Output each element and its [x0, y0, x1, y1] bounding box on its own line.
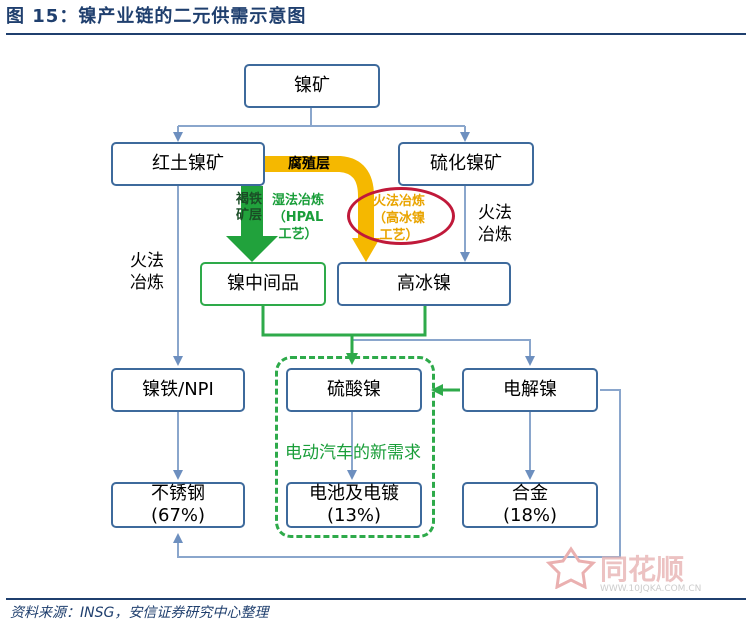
node-label: 电池及电镀: [309, 483, 399, 504]
node-nickel-sulfate: 硫酸镍: [286, 368, 422, 412]
label-matte-process: 火法冶炼 （高冰镍 工艺）: [373, 193, 425, 244]
node-label: 合金: [512, 483, 548, 504]
footer-divider: [6, 598, 746, 600]
label-line: 矿层: [236, 208, 263, 223]
demand-share: (18%): [502, 505, 558, 526]
label-pyro-left: 火法 冶炼: [130, 250, 164, 294]
ev-demand-group: [275, 356, 435, 538]
label-line: 工艺）: [278, 227, 318, 242]
link-to-electrolytic: [352, 339, 535, 366]
node-label: 不锈钢: [151, 483, 205, 504]
node-label: 硫酸镍: [327, 379, 381, 400]
node-label: 镍矿: [294, 75, 330, 96]
link-matte-sulfate: [346, 306, 427, 365]
label-line: 火法: [130, 251, 164, 271]
label-line: 冶炼: [130, 273, 164, 293]
node-alloy: 合金(18%): [462, 482, 598, 528]
label-line: 湿法冶炼: [272, 193, 325, 208]
label-line: 褐铁: [236, 192, 263, 207]
link-electrolytic-stainless: [173, 389, 621, 558]
node-label: 红土镍矿: [152, 153, 224, 174]
link-ore-split: [178, 106, 465, 127]
demand-share: (13%): [326, 505, 382, 526]
demand-share: (67%): [150, 505, 206, 526]
label-limonite-layer: 褐铁 矿层: [236, 192, 262, 224]
title-divider: [6, 33, 746, 35]
node-nickel-intermediate: 镍中间品: [200, 262, 326, 306]
watermark-url: WWW.10JQKA.COM.CN: [600, 584, 702, 594]
page-title: 图 15：镍产业链的二元供需示意图: [6, 6, 307, 27]
node-ferronickel-npi: 镍铁/NPI: [111, 368, 245, 412]
label-line: （高冰镍: [373, 211, 426, 226]
label-line: 冶炼: [478, 225, 512, 245]
node-nickel-ore: 镍矿: [244, 64, 380, 108]
label-line: 工艺）: [379, 228, 419, 243]
node-label: 硫化镍矿: [430, 153, 502, 174]
source-note: 资料来源：INSG，安信证券研究中心整理: [10, 605, 269, 621]
watermark-logo-icon: [545, 546, 597, 589]
hpal-arrow: [226, 186, 278, 262]
node-laterite-ore: 红土镍矿: [111, 142, 265, 186]
label-line: （HPAL: [272, 210, 324, 225]
node-label: 镍中间品: [227, 273, 299, 294]
link-intermediate-sulfate: [261, 306, 352, 337]
node-sulfide-ore: 硫化镍矿: [398, 142, 534, 186]
highlight-ellipse: [347, 187, 455, 245]
ev-demand-label: 电动汽车的新需求: [285, 443, 421, 463]
node-nickel-matte: 高冰镍: [337, 262, 511, 306]
node-battery-plating: 电池及电镀(13%): [286, 482, 422, 528]
label-hpal-process: 湿法冶炼 （HPAL 工艺）: [272, 192, 324, 243]
node-label: 镍铁/NPI: [142, 379, 214, 400]
label-saprolite-layer: 腐殖层: [288, 156, 330, 172]
watermark-brand: 同花顺: [600, 553, 685, 586]
label-line: 火法冶炼: [373, 194, 426, 209]
node-electrolytic-nickel: 电解镍: [462, 368, 598, 412]
node-label: 电解镍: [503, 379, 557, 400]
node-stainless-steel: 不锈钢(67%): [111, 482, 245, 528]
label-line: 火法: [478, 203, 512, 223]
label-pyro-right: 火法 冶炼: [478, 202, 512, 246]
node-label: 高冰镍: [397, 273, 451, 294]
